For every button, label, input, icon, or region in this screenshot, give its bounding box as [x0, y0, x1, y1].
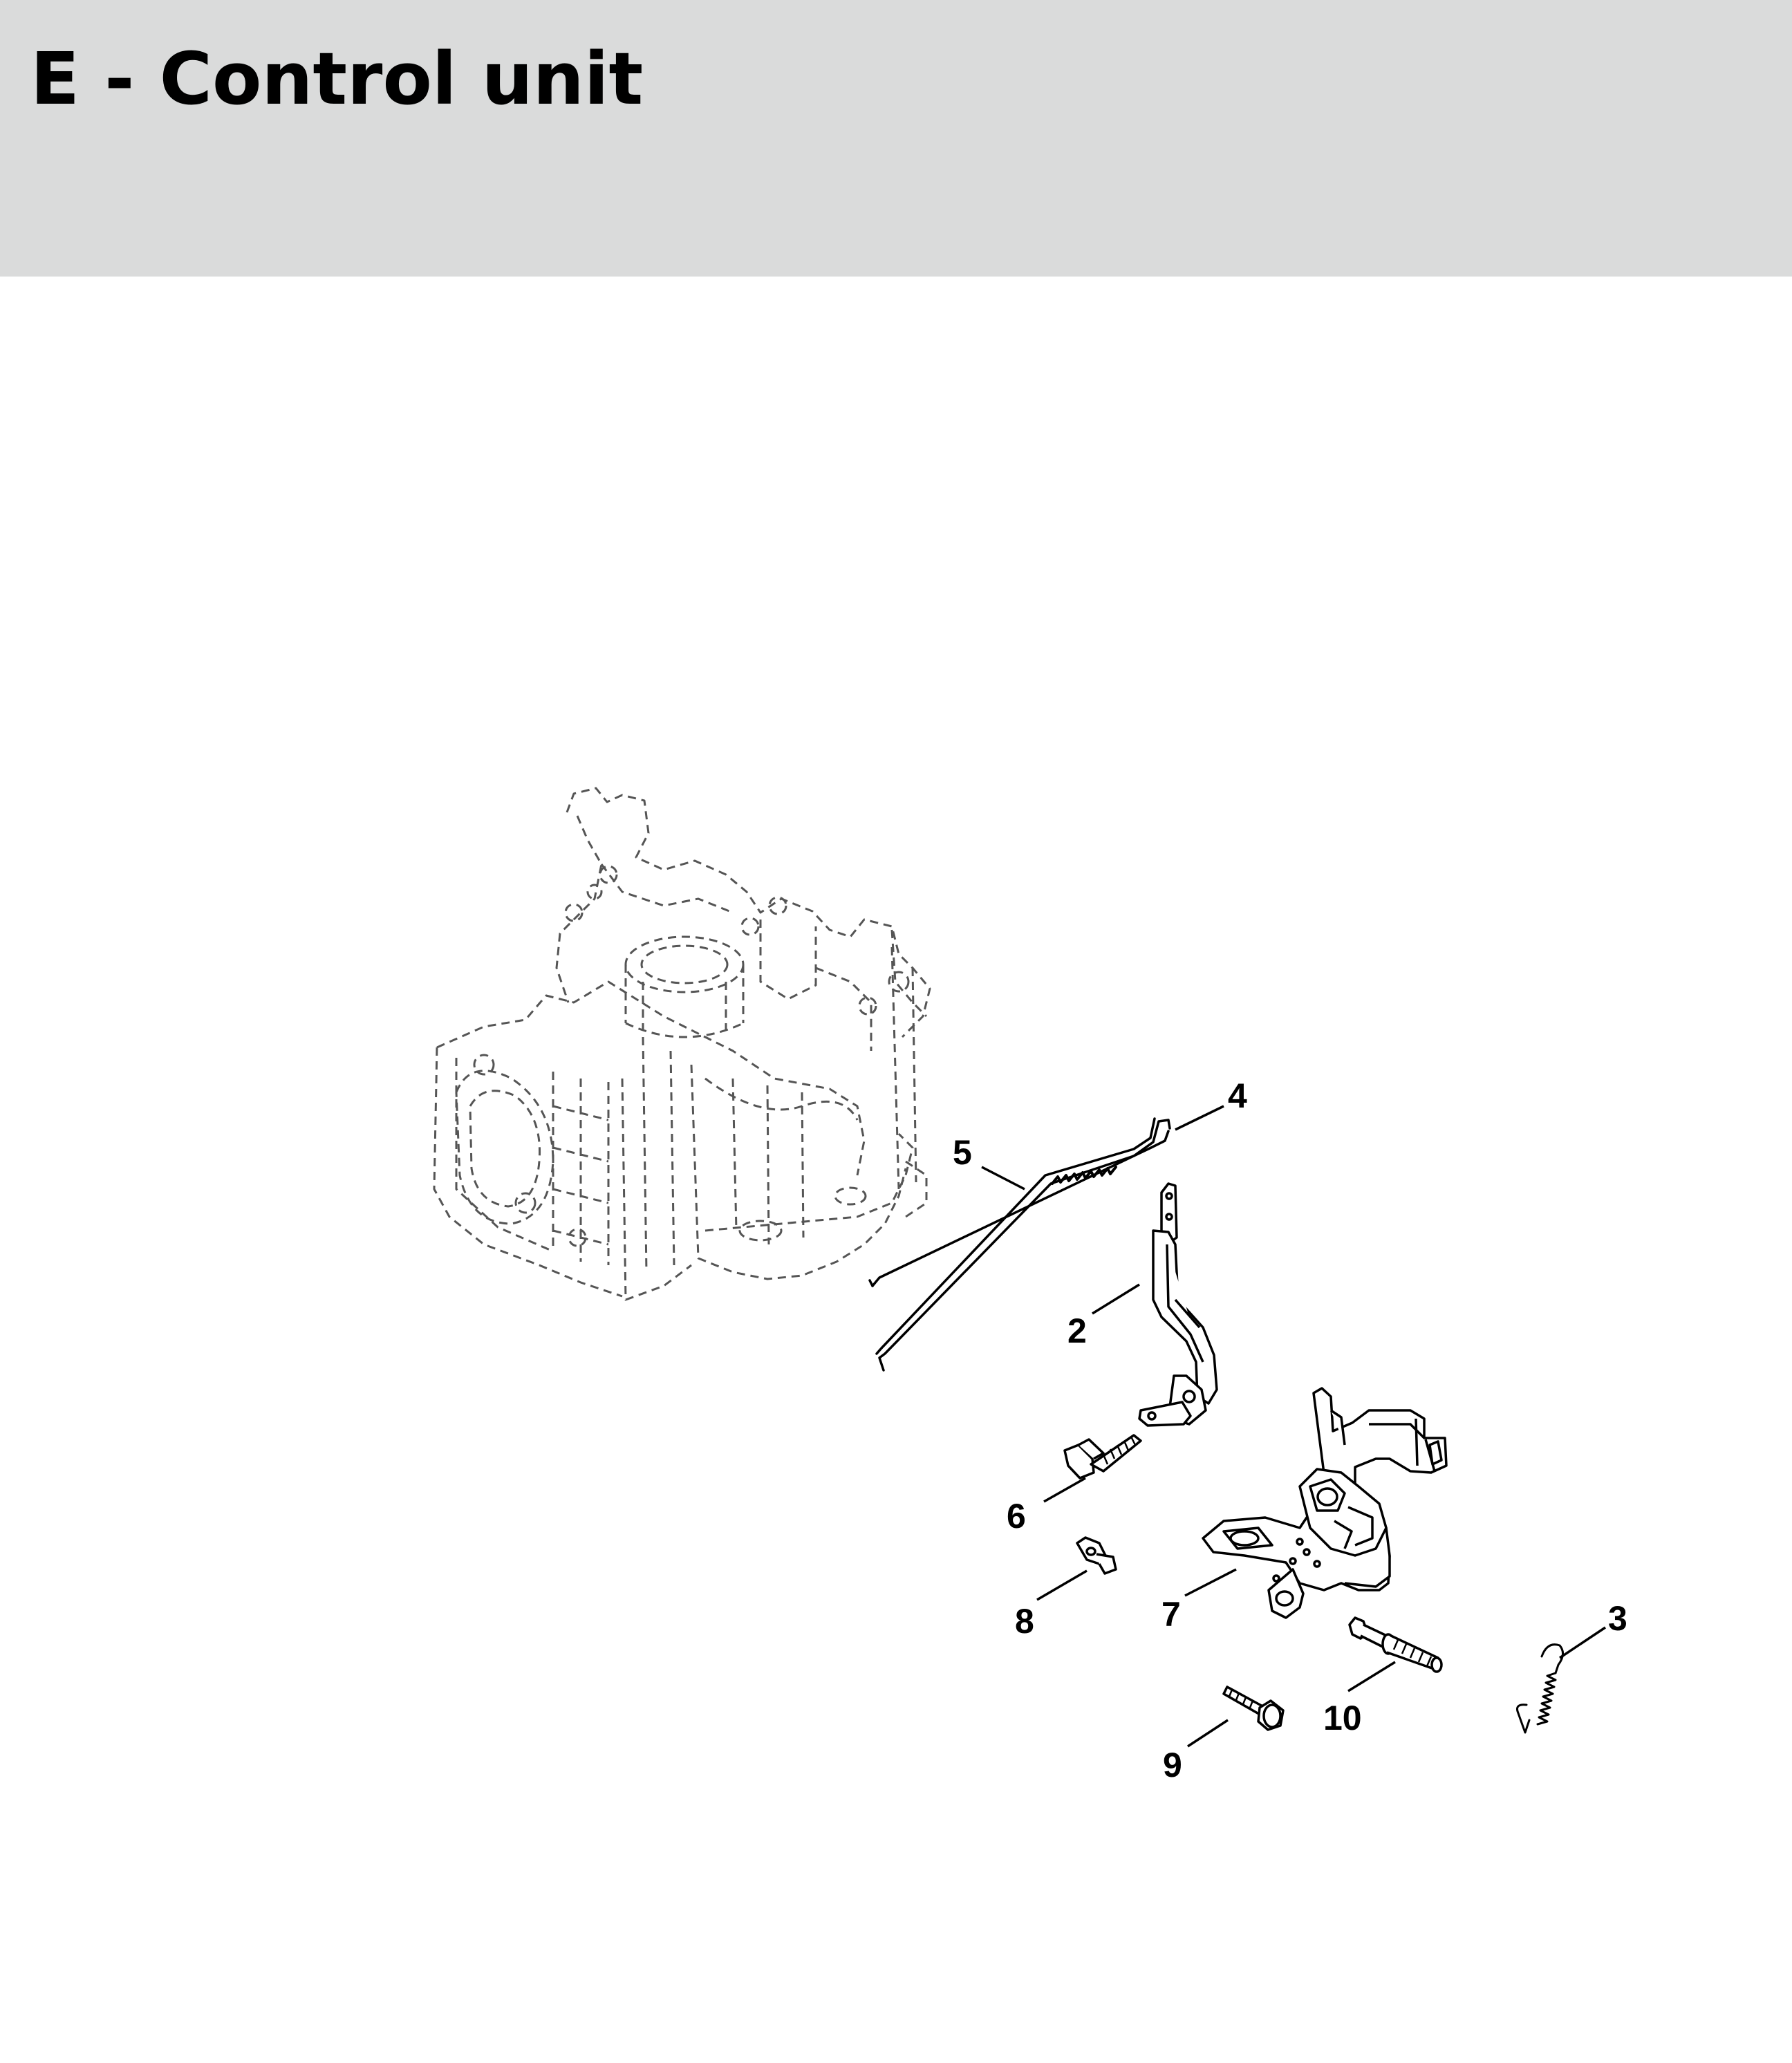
leader-line-4 — [1175, 1105, 1224, 1131]
part-3-tension-spring — [1516, 1643, 1564, 1734]
part-2-governor-lever — [1138, 1182, 1218, 1427]
leader-line-7 — [1184, 1568, 1237, 1597]
leader-line-10 — [1347, 1661, 1396, 1692]
callout-3: 3 — [1608, 1599, 1627, 1638]
callout-2: 2 — [1067, 1311, 1087, 1350]
part-10-pivot-stud — [1348, 1616, 1443, 1673]
part-4-throttle-rod — [868, 1130, 1170, 1287]
leader-line-3 — [1559, 1626, 1606, 1659]
callout-7: 7 — [1161, 1595, 1181, 1634]
leader-line-8 — [1036, 1569, 1088, 1601]
leader-line-9 — [1187, 1719, 1229, 1748]
leader-line-6 — [1043, 1477, 1086, 1503]
callout-6: 6 — [1007, 1497, 1026, 1535]
callout-9: 9 — [1163, 1746, 1182, 1784]
callout-8: 8 — [1015, 1602, 1034, 1641]
part-5-governor-rod-with-spring — [875, 1117, 1171, 1372]
callout-leaders — [981, 1105, 1606, 1748]
part-9-flange-bolt — [1222, 1686, 1285, 1731]
part-8-clip — [1076, 1536, 1117, 1575]
callout-10: 10 — [1323, 1699, 1362, 1737]
callout-labels: 2 3 4 5 6 7 8 9 10 — [953, 1076, 1627, 1784]
engine-block-ghost — [433, 787, 931, 1301]
part-7-control-bracket — [1202, 1387, 1448, 1619]
leader-line-5 — [981, 1166, 1025, 1191]
page-title: E - Control unit — [30, 37, 644, 121]
page-header: E - Control unit — [0, 0, 1792, 277]
leader-line-2 — [1092, 1283, 1140, 1315]
part-6-square-neck-bolt — [1063, 1434, 1142, 1479]
callout-5: 5 — [953, 1133, 972, 1172]
callout-4: 4 — [1228, 1076, 1247, 1115]
